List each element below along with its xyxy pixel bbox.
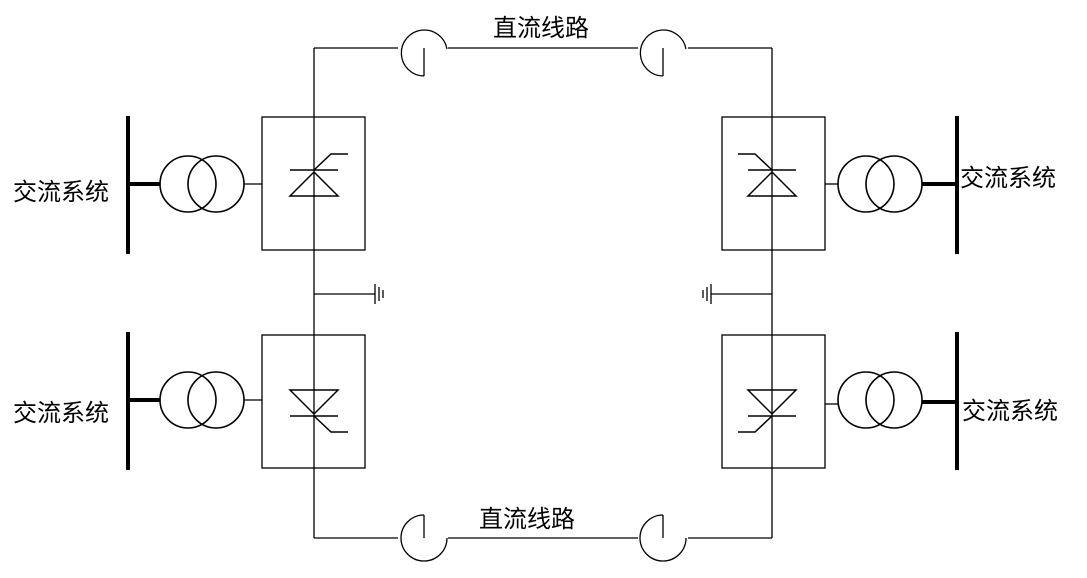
ac-bus-top-right: [922, 116, 957, 254]
transformer-bottom-left: [160, 372, 244, 428]
transformer-top-left: [160, 156, 244, 212]
ac-bus-top-left: [128, 116, 160, 254]
thyristor-valve-bottom-left: [290, 390, 348, 432]
smoothing-reactor-bottom-left: [401, 515, 447, 561]
ground-right: [703, 284, 772, 304]
ac-bus-bottom-left: [128, 332, 160, 470]
dc-line-label-top: 直流线路: [493, 14, 589, 42]
smoothing-reactor-top-right: [640, 30, 686, 76]
smoothing-reactor-top-left: [401, 30, 447, 76]
ac-system-label-top-right: 交流系统: [960, 164, 1056, 192]
dc-line-label-bottom: 直流线路: [479, 505, 575, 533]
ac-system-label-top-left: 交流系统: [13, 178, 109, 206]
transformer-top-right: [838, 156, 922, 212]
ac-bus-bottom-right: [922, 332, 957, 470]
ground-left: [314, 284, 383, 304]
ac-system-label-bottom-left: 交流系统: [13, 399, 109, 427]
thyristor-valve-bottom-right: [738, 390, 796, 432]
thyristor-valve-top-left: [290, 154, 348, 196]
converter-box-bottom-right: [722, 335, 825, 468]
thyristor-valve-top-right: [738, 154, 796, 196]
ac-system-label-bottom-right: 交流系统: [962, 397, 1058, 425]
smoothing-reactor-bottom-right: [640, 515, 686, 561]
transformer-bottom-right: [838, 372, 922, 428]
converter-box-top-right: [722, 117, 825, 250]
